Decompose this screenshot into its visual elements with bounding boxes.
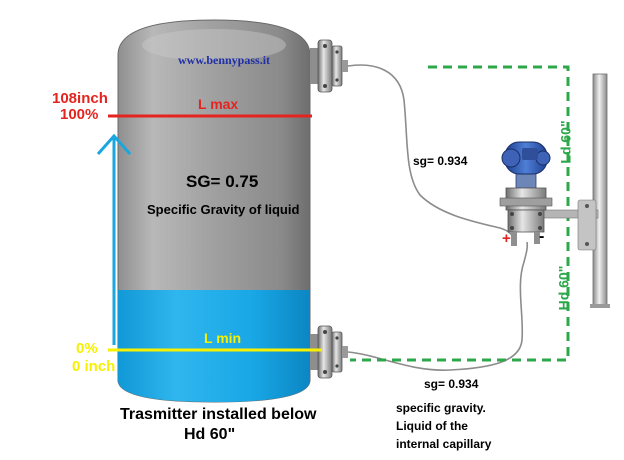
transmitter-plus: + bbox=[502, 230, 511, 247]
level-range-arrow bbox=[96, 133, 132, 345]
lower-capillary-note-2: Liquid of the bbox=[396, 419, 468, 433]
upper-diaphragm-seal bbox=[310, 39, 348, 93]
mounting-pipe bbox=[590, 73, 610, 308]
lower-capillary bbox=[347, 241, 529, 371]
sg-caption: Specific Gravity of liquid bbox=[147, 202, 300, 217]
lower-capillary-note-3: internal capillary bbox=[396, 437, 492, 451]
lower-capillary-note-1: specific gravity. bbox=[396, 401, 486, 415]
scale-bottom-percent: 0% bbox=[76, 340, 98, 357]
caption-line-2: Hd 60" bbox=[184, 426, 236, 443]
transmitter-minus: - bbox=[539, 228, 545, 245]
scale-bottom-inch: 0 inch bbox=[72, 358, 116, 375]
lmax-label: L max bbox=[198, 96, 239, 112]
lower-diaphragm-seal bbox=[310, 325, 348, 379]
watermark: www.bennypass.it bbox=[178, 53, 271, 67]
lower-capillary-sg: sg= 0.934 bbox=[424, 377, 479, 391]
scale-top-percent: 100% bbox=[60, 106, 99, 123]
hd-dimension: Hd 60" bbox=[555, 265, 572, 311]
tank-liquid bbox=[118, 290, 310, 402]
upper-capillary-sg: sg= 0.934 bbox=[413, 154, 468, 168]
ld-dimension: Ld 60" bbox=[557, 120, 574, 164]
upper-capillary bbox=[347, 64, 515, 247]
pressure-transmitter bbox=[499, 141, 553, 246]
lmin-label: L min bbox=[204, 330, 242, 346]
caption-line-1: Trasmitter installed below bbox=[120, 406, 317, 423]
scale-top-inch: 108inch bbox=[52, 90, 108, 107]
sg-label: SG= 0.75 bbox=[186, 172, 259, 191]
